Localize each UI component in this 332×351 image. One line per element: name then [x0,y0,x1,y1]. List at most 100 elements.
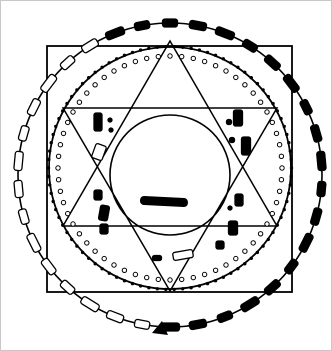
circle-dot [131,282,134,285]
outer-bead-filled [216,310,233,323]
circle-dot [173,45,176,48]
central-bar [140,196,188,207]
outer-bead-hollow [27,98,42,117]
circle-dot [164,45,167,48]
hexagram-marks [91,110,250,261]
small-ring-circle [280,166,284,170]
filled-mark [109,128,113,132]
circle-dot [214,54,217,57]
circle-dot [52,200,55,203]
circle-dot [285,200,288,203]
circle-dot [283,208,286,211]
dotted-circle [49,47,291,289]
outer-bead-hollow [59,55,75,71]
dotted-circle-dots [47,45,293,291]
small-ring-circle [93,249,97,253]
outer-bead-filled [282,73,300,93]
small-ring-circle [213,268,217,272]
filled-mark [229,221,238,235]
circle-dot [75,88,78,91]
circle-dot [81,82,84,85]
filled-mark [230,138,235,143]
circle-dot [108,61,111,64]
filled-mark [227,120,232,125]
outer-bead-filled [134,20,150,31]
circle-dot [156,287,159,290]
circle-dot [289,183,292,186]
circle-dot [276,109,279,112]
circle-dot [75,244,78,247]
small-ring-circle [56,154,60,158]
small-ring-circle [66,211,70,215]
filled-mark [234,110,243,126]
small-ring-circle [234,75,238,79]
small-ring-circle [102,256,106,260]
circle-dot [267,238,270,241]
circle-dot [181,46,184,49]
small-ring-circle [180,54,184,58]
small-ring-circle [56,166,60,170]
small-ring-circle [251,241,255,245]
small-ring-circle [145,275,149,279]
circle-dot [115,276,118,279]
small-ring-circle [277,143,281,147]
small-ring-circle [71,222,75,226]
circle-dot [57,216,60,219]
circle-dot [52,133,55,136]
circle-dot [206,51,209,54]
circle-dot [139,284,142,287]
circle-dot [229,272,232,275]
outer-bead-filled [105,26,126,40]
filled-mark [216,241,224,249]
small-ring-circle [258,232,262,236]
circle-dot [50,192,53,195]
circle-dot [271,102,274,105]
circle-dot [222,276,225,279]
small-ring-circle [191,56,195,60]
circle-dot [222,57,225,60]
circle-dot [289,149,292,152]
outer-bead-filled [284,258,299,275]
small-ring-circle [270,120,274,124]
small-ring-circle [274,131,278,135]
small-ring-circle [213,63,217,67]
circle-dot [123,54,126,57]
outer-bead-filled [240,296,260,313]
outer-bead-filled [263,279,281,296]
circle-dot [57,117,60,120]
small-ring-circle [122,63,126,67]
circle-dot [61,109,64,112]
circle-dot [65,231,68,234]
outer-bead-hollow [81,38,100,54]
outer-bead-filled [310,207,322,226]
small-ring-circle [224,263,228,267]
circle-dot [87,257,90,260]
small-ring-circle [243,249,247,253]
circle-dot [181,287,184,290]
outer-bead-filled [299,99,313,116]
circle-dot [198,48,201,51]
circle-dot [276,223,279,226]
outer-bead-hollow [40,257,57,275]
circle-dot [283,125,286,128]
small-ring-circle [85,241,89,245]
small-ring-circle [56,178,60,182]
outer-bead-filled [242,38,259,53]
outer-bead-hollow [80,296,100,313]
small-ring-circle [270,211,274,215]
circle-dot [236,66,239,69]
circle-dot [70,238,73,241]
circle-dot [287,192,290,195]
circle-dot [87,76,90,79]
outer-bead-hollow [106,310,125,324]
circle-dot [54,125,57,128]
small-ring-circle [202,59,206,63]
circle-dot [70,95,73,98]
small-ring-circle [265,222,269,226]
filled-mark [108,118,112,122]
circle-dot [108,272,111,275]
circle-dot [290,175,293,178]
outer-bead-ring [14,19,327,331]
